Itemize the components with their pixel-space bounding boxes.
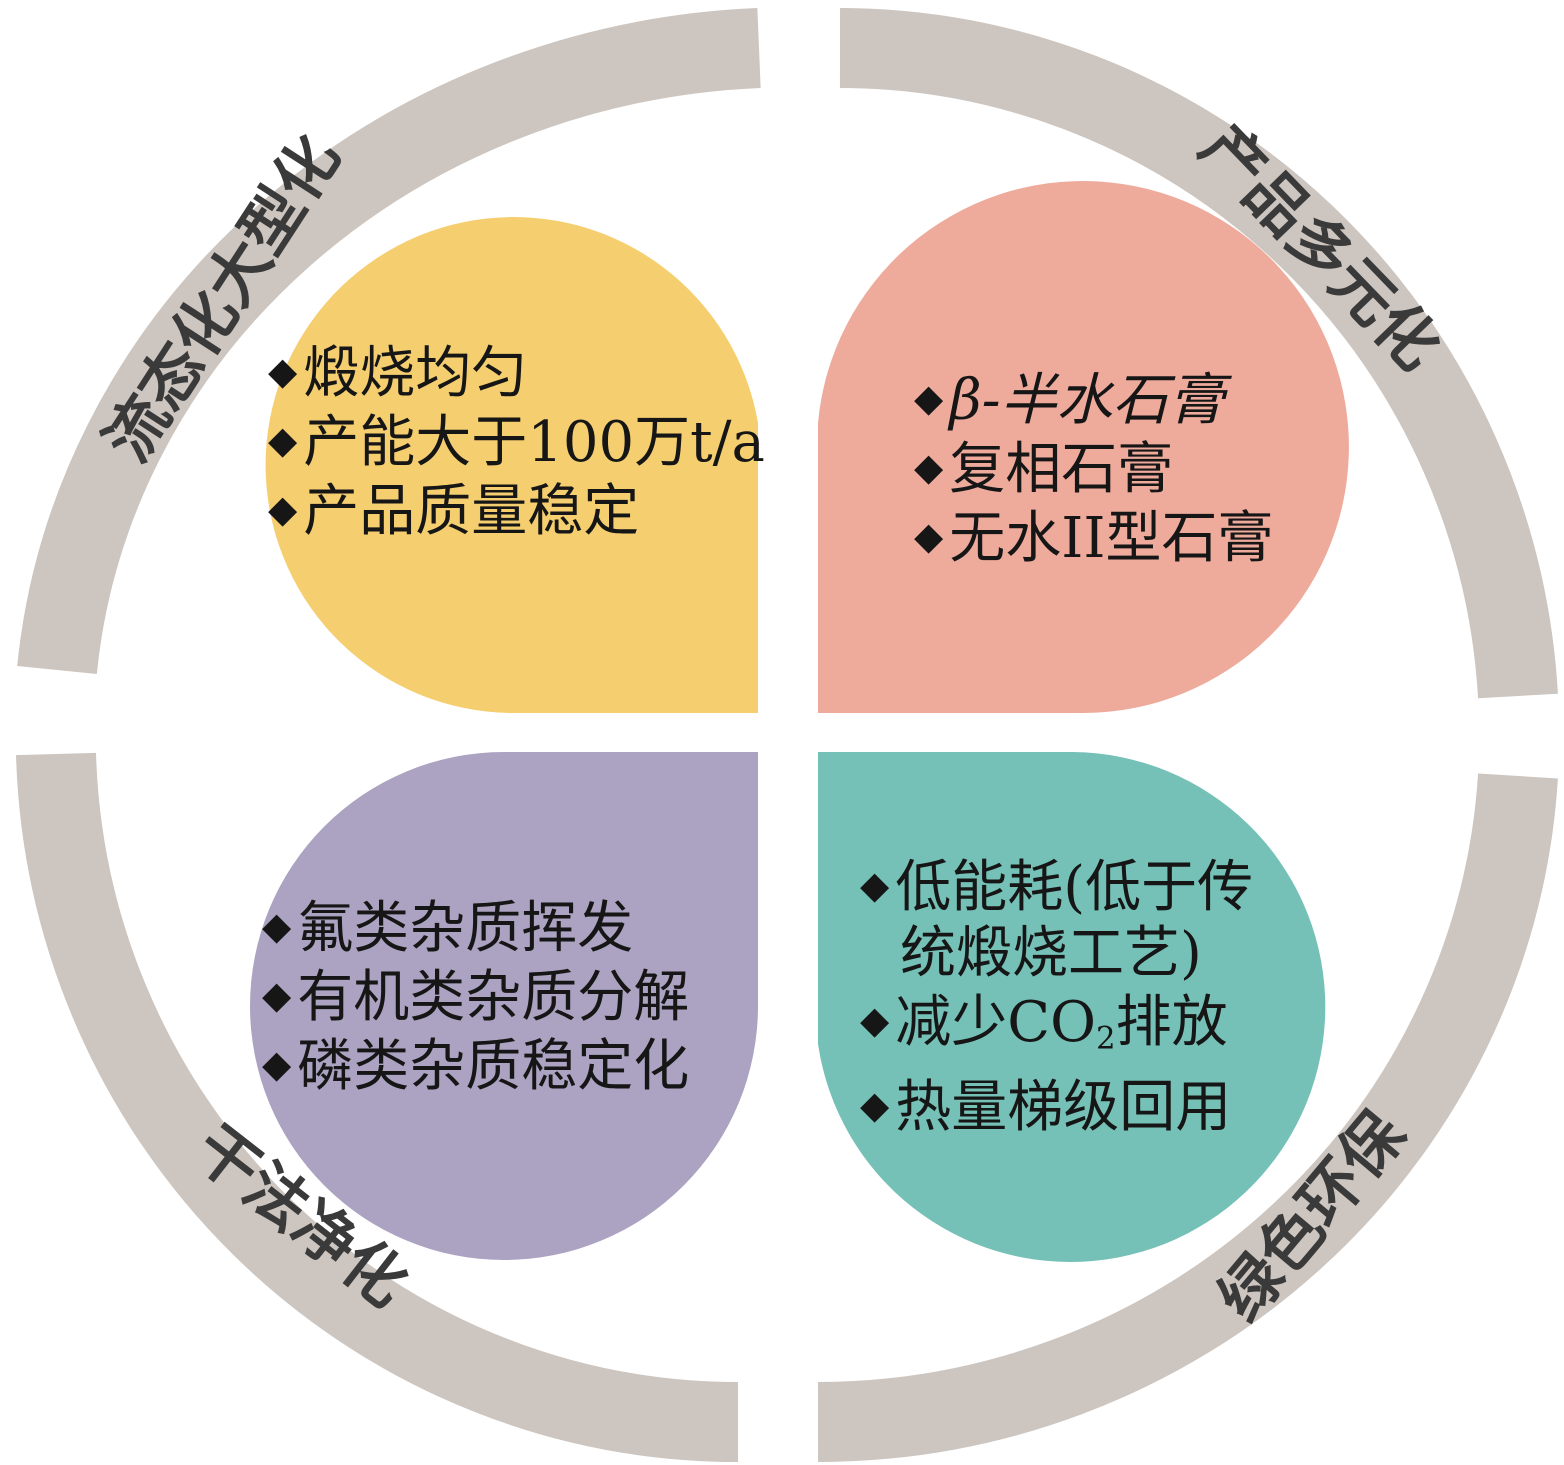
bullet-item: ◆无水II型石膏 [914,503,1273,572]
bullet-text: 无水II型石膏 [949,506,1274,571]
diamond-bullet-icon: ◆ [268,487,298,531]
diamond-bullet-icon: ◆ [914,514,944,558]
petal-bottom-left [250,752,758,1260]
bullet-text: 产品质量稳定 [303,479,640,544]
bullet-text: 复相石膏 [949,437,1174,502]
ring-segment-bottom-right [817,773,1558,1462]
bullet-text: 煅烧均匀 [303,341,528,406]
bullet-item: ◆减少CO2排放 [860,987,1253,1072]
bullet-item: ◆产能大于100万t/a [268,407,765,476]
bullet-text: 氟类杂质挥发 [297,896,634,961]
bullet-text: 热量梯级回用 [895,1074,1232,1140]
bullet-list-top-left: ◆煅烧均匀 ◆产能大于100万t/a ◆产品质量稳定 [268,338,765,545]
bullet-list-bottom-left: ◆氟类杂质挥发 ◆有机类杂质分解 ◆磷类杂质稳定化 [262,893,689,1100]
bullet-item: ◆产品质量稳定 [268,476,765,545]
bullet-text: 磷类杂质稳定化 [297,1034,690,1099]
petal-top-right [818,181,1349,714]
bullet-item: ◆氟类杂质挥发 [262,893,689,962]
bullet-item-continuation: 统煅烧工艺) [860,921,1253,987]
bullet-item: ◆复相石膏 [914,434,1273,503]
bullet-list-top-right: ◆β-半水石膏 ◆复相石膏 ◆无水II型石膏 [914,365,1273,572]
diamond-bullet-icon: ◆ [268,349,298,393]
diamond-bullet-icon: ◆ [914,376,944,420]
bullet-list-bottom-right: ◆低能耗(低于传 统煅烧工艺) ◆减少CO2排放 ◆热量梯级回用 [860,852,1253,1141]
ring-segment-top-right [839,8,1558,699]
diamond-bullet-icon: ◆ [268,418,298,462]
bullet-item: ◆煅烧均匀 [268,338,765,407]
bullet-text: 低能耗(低于传 [895,855,1254,920]
diamond-bullet-icon: ◆ [262,904,292,948]
diamond-bullet-icon: ◆ [914,445,944,489]
bullet-text: 减少CO [895,990,1096,1055]
bullet-item: ◆有机类杂质分解 [262,962,689,1031]
bullet-text: 排放 [1115,990,1228,1055]
diamond-bullet-icon: ◆ [860,863,890,907]
diamond-bullet-icon: ◆ [860,998,890,1042]
diamond-bullet-icon: ◆ [262,973,292,1017]
bullet-text: 产能大于100万t/a [303,410,765,475]
bullet-text: β-半水石膏 [949,368,1225,433]
bullet-text: 统煅烧工艺) [900,921,1202,986]
subscript-text: 2 [1096,1020,1116,1057]
bullet-item: ◆低能耗(低于传 [860,852,1253,921]
ring-segment-top-left [17,8,761,674]
diamond-bullet-icon: ◆ [860,1082,890,1127]
petal-top-left [265,217,758,713]
bullet-item: ◆β-半水石膏 [914,365,1273,434]
ring-segment-bottom-left [16,752,739,1462]
bullet-text: 有机类杂质分解 [297,965,690,1030]
bullet-item: ◆磷类杂质稳定化 [262,1031,689,1100]
diamond-bullet-icon: ◆ [262,1042,292,1086]
petal-bottom-right [818,752,1326,1262]
bullet-item: ◆热量梯级回用 [860,1072,1253,1141]
